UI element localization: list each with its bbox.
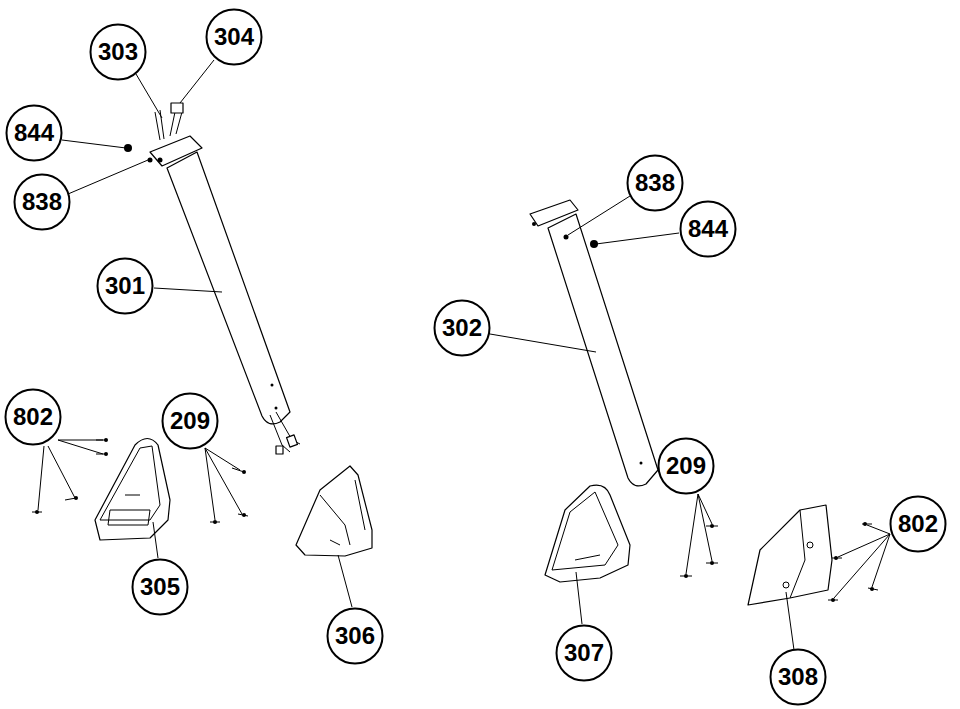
callout-circle: 302 — [433, 299, 491, 357]
callout-ring — [163, 394, 218, 449]
callout-ring — [6, 390, 61, 445]
callout-number: 306 — [335, 624, 375, 648]
callout-number: 844 — [688, 217, 728, 241]
callout-ring — [328, 609, 383, 664]
callout-ring — [681, 202, 736, 257]
cover-305 — [95, 439, 170, 541]
cover-308 — [748, 505, 832, 605]
callout-number: 838 — [22, 190, 62, 214]
callout-circle: 304 — [205, 8, 263, 66]
callout-number: 802 — [898, 512, 938, 536]
callout-number: 307 — [564, 641, 604, 665]
callout-number: 209 — [170, 409, 210, 433]
callout-ring — [435, 301, 490, 356]
callout-circle: 802 — [889, 495, 947, 553]
callout-circle: 308 — [769, 648, 827, 706]
callout-circle: 844 — [679, 200, 737, 258]
callout-ring — [628, 156, 683, 211]
callout-ring — [207, 10, 262, 65]
callout-circle: 305 — [131, 558, 189, 616]
callout-number: 802 — [13, 405, 53, 429]
callout-number: 303 — [98, 40, 138, 64]
callout-circle: 838 — [13, 173, 71, 231]
callout-circle: 307 — [555, 624, 613, 682]
cover-306 — [296, 466, 372, 556]
callout-circle: 306 — [326, 607, 384, 665]
callout-circle: 209 — [657, 437, 715, 495]
callout-circle: 838 — [626, 154, 684, 212]
cover-307 — [545, 485, 630, 582]
callout-number: 305 — [140, 575, 180, 599]
callout-ring — [659, 439, 714, 494]
callout-ring — [98, 259, 153, 314]
callout-circle: 303 — [89, 23, 147, 81]
callout-number: 838 — [635, 171, 675, 195]
callout-circle: 209 — [161, 392, 219, 450]
callout-number: 308 — [778, 665, 818, 689]
callout-circle: 301 — [96, 257, 154, 315]
callout-circle: 802 — [4, 388, 62, 446]
callout-number: 844 — [14, 121, 54, 145]
callout-ring — [133, 560, 188, 615]
callout-number: 209 — [666, 454, 706, 478]
callout-ring — [771, 650, 826, 705]
callout-number: 302 — [442, 316, 482, 340]
callout-number: 301 — [105, 274, 145, 298]
tube-302 — [530, 200, 658, 486]
callout-ring — [15, 175, 70, 230]
callout-ring — [557, 626, 612, 681]
callout-circle: 844 — [5, 104, 63, 162]
leader-lines — [38, 60, 890, 650]
callout-ring — [91, 25, 146, 80]
callout-number: 304 — [214, 25, 254, 49]
callout-ring — [891, 497, 946, 552]
callout-ring — [7, 106, 62, 161]
